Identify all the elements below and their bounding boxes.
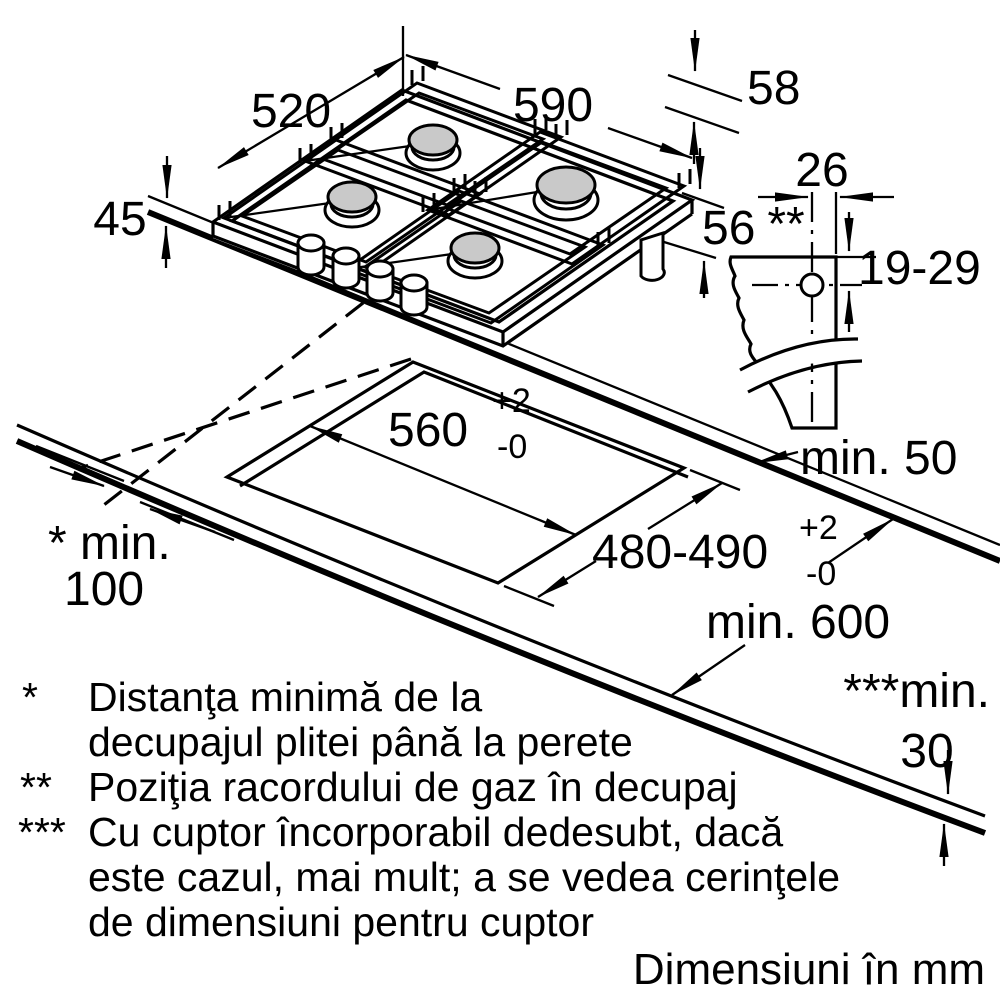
wall-dashed-line [79, 357, 412, 470]
dimension-58: 58 [664, 30, 800, 164]
dimension-hob-depth: 520 [217, 26, 405, 169]
worktop-depth-label: min. 600 [706, 596, 890, 649]
back-clearance-label: min. 50 [800, 432, 957, 485]
dim-45-label: 45 [93, 193, 146, 246]
hob-depth-label: 520 [251, 85, 331, 138]
footnote-3-line-1: Cu cuptor încorporabil dedesubt, dacă [88, 809, 783, 855]
hob-width-label: 590 [513, 79, 593, 132]
worktop-front-edge-bottom-line [15, 438, 987, 836]
projection-dashed-line [99, 280, 391, 510]
dimension-hob-width: 590 [405, 53, 693, 160]
worktop-drawing: 560 +2 -0 480-490 +2 -0 min. 50 min. 600 [15, 194, 1000, 866]
cutout-depth-label: 480-490 [592, 526, 768, 579]
dim-56-label: 56 [702, 202, 755, 255]
hob-drawing: 520 590 58 56 45 [93, 26, 800, 348]
front-clearance-label-1: ***min. [843, 665, 990, 718]
units-note: Dimensiuni în mm [633, 945, 985, 994]
control-knobs [296, 233, 429, 317]
dimension-45: 45 [93, 156, 172, 268]
footnote-3-line-2: este cazul, mai mult; a se vedea cerinţe… [88, 854, 840, 900]
worktop-front-edge-top-line [16, 423, 986, 818]
worktop-back-edge-bottom-line [146, 209, 1000, 564]
gas-connection-point [799, 272, 825, 298]
dimension-side-clearance: * min. 100 [35, 444, 235, 616]
cutout-width-label: 560 [388, 404, 468, 457]
dimension-cutout-width: 560 +2 -0 [309, 382, 577, 537]
dimension-back-clearance: min. 50 [754, 432, 957, 485]
footnote-2-marker: ** [20, 764, 52, 810]
dimension-56: 56 [663, 148, 755, 298]
side-clearance-label-1: * min. [48, 517, 171, 570]
burner-caps [323, 123, 600, 280]
cutout-width-tol-plus: +2 [492, 382, 531, 420]
footnote-2-line-1: Poziţia racordului de gaz în decupaj [88, 764, 738, 810]
dimension-cutout-depth: 480-490 +2 -0 [503, 468, 838, 608]
footnote-1-line-1: Distanţa minimă de la [88, 674, 482, 720]
footnote-1-marker: * [22, 674, 38, 720]
footnote-3-marker: *** [18, 809, 66, 855]
dimension-front-clearance: ***min. 30 [843, 665, 990, 866]
gas-offset-label: 26 [795, 144, 848, 197]
cutout-outline [223, 360, 689, 585]
side-clearance-label-2: 100 [64, 563, 144, 616]
gas-range-label: 19-29 [858, 242, 981, 295]
cutout-depth-tol-plus: +2 [799, 509, 838, 547]
cutout-width-tol-minus: -0 [497, 428, 527, 466]
dimension-gas-depth-range: 19-29 [836, 212, 981, 332]
footnote-1-line-2: decupajul plitei până la perete [88, 719, 633, 765]
dimension-gas-offset: 26 [758, 144, 894, 254]
footnotes: * Distanţa minimă de la decupajul plitei… [18, 674, 985, 994]
dim-58-label: 58 [747, 62, 800, 115]
gas-connection-detail: 26 ** 19-29 [728, 144, 981, 430]
footnote-3-line-3: de dimensiuni pentru cuptor [88, 899, 594, 945]
front-clearance-label-2: 30 [900, 725, 953, 778]
hob-leg [639, 230, 666, 282]
gas-ref-marker: ** [767, 198, 804, 251]
dimension-worktop-depth: min. 600 [671, 518, 894, 696]
